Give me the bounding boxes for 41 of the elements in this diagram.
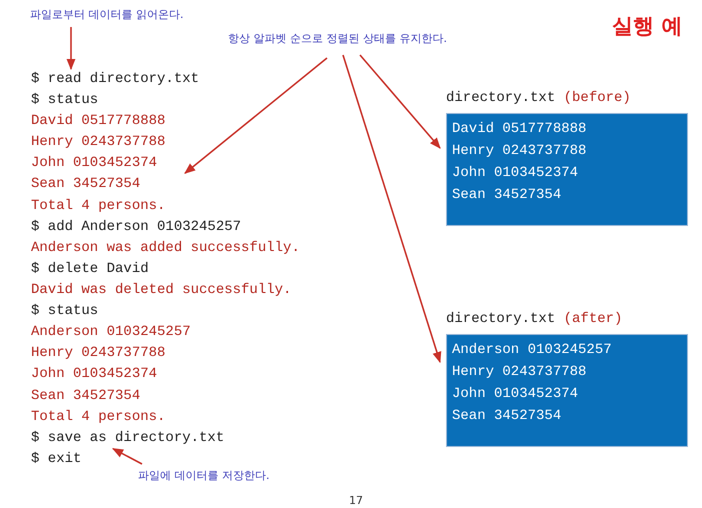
file-line: David 0517778888 [452, 120, 588, 139]
output-line: Henry 0243737788 [31, 133, 166, 152]
output-line: John 0103452374 [31, 154, 158, 174]
command-line: $ exit [31, 450, 82, 469]
command-line: $ read directory.txt [31, 69, 203, 90]
output-line: David was deleted successfully. [31, 281, 292, 300]
output-line: Henry 0243737788 [31, 344, 166, 364]
annotation-text: 파일로부터 데이터를 읽어온다. [30, 8, 190, 22]
output-line: Sean 34527354 [31, 175, 142, 194]
file-line: Henry 0243737788 [452, 363, 588, 382]
output-line: Total 4 persons. [31, 408, 166, 427]
output-line: Total 4 persons. [31, 196, 166, 216]
file-name: directory.txt [446, 90, 556, 106]
output-line: Anderson was added successfully. [31, 238, 300, 258]
output-line: Sean 34527354 [31, 386, 140, 406]
file-line: John 0103452374 [452, 385, 580, 404]
slide-title: 실행 예 [612, 13, 682, 40]
file-line: Sean 34527354 [452, 186, 562, 205]
arrow [342, 54, 442, 364]
arrow [184, 57, 328, 174]
command-line: $ delete David [31, 260, 149, 279]
arrow [112, 448, 142, 465]
file-line: John 0103452374 [452, 164, 580, 183]
file-line: Anderson 0103245257 [452, 341, 613, 360]
page-number: 17 [349, 494, 363, 507]
output-line: Anderson 0103245257 [31, 323, 191, 342]
output-line: John 0103452374 [31, 365, 158, 384]
command-line: $ status [31, 302, 98, 322]
output-line: David 0517778888 [31, 112, 166, 132]
file-line: Henry 0243737788 [452, 142, 588, 161]
file-state-label: (before) [564, 90, 631, 106]
command-line: $ add Anderson 0103245257 [31, 218, 242, 237]
command-line: $ save as directory.txt [31, 428, 227, 449]
arrow [359, 54, 441, 149]
file-name: directory.txt [446, 311, 556, 327]
command-line: $ status [31, 91, 98, 110]
file-state-label: (after) [564, 311, 622, 327]
annotation-text: 파일에 데이터를 저장한다. [138, 469, 278, 483]
annotation-text: 항상 알파벳 순으로 정렬된 상태를 유지한다. [228, 32, 458, 46]
file-line: Sean 34527354 [452, 407, 562, 426]
arrow [66, 27, 76, 70]
